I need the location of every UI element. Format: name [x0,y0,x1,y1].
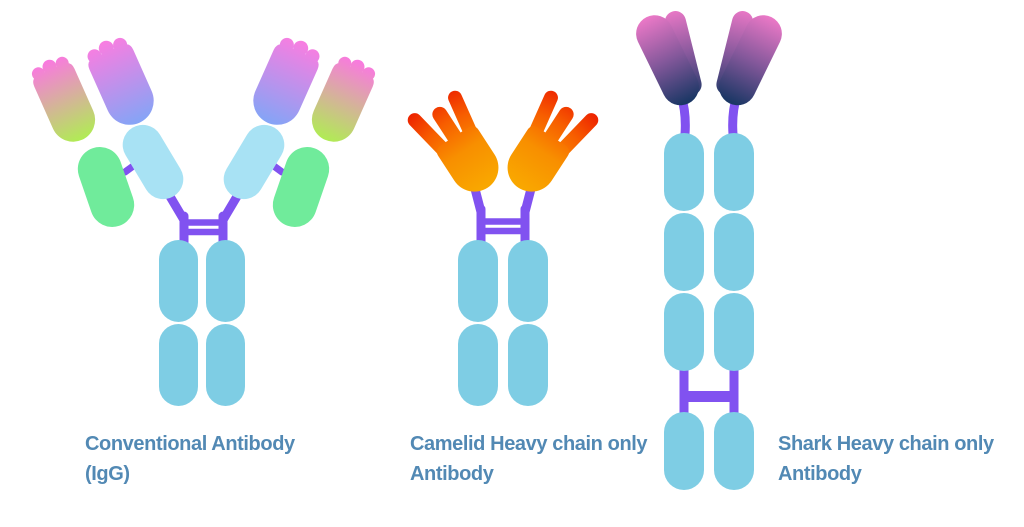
igg-ch1-domain [122,124,184,200]
shark-constant-domain [664,133,704,211]
igg-ch2-domain [206,240,245,322]
igg-ch1-domain [223,124,285,200]
shark-constant-domain [714,293,754,371]
camelid-antibody [403,83,603,406]
camelid-vhh-domain [493,83,603,206]
caption-line: Shark Heavy chain only [778,433,994,455]
igg-cl-domain [77,147,135,227]
camelid-ch2-domain [458,240,498,322]
camelid-fc-region [458,240,548,406]
shark-constant-domain [714,213,754,291]
shark-constant-domain [664,412,704,490]
shark-caption: Shark Heavy chain only Antibody [778,429,994,489]
camelid-caption: Camelid Heavy chain only Antibody [410,429,648,489]
igg-fab-arm-right [223,31,381,227]
igg-ch3-domain [206,324,245,406]
shark-vnar-domain [629,1,722,112]
shark-constant-domain [714,412,754,490]
igg-caption: Conventional Antibody (IgG) [85,429,295,489]
shark-constant-domain [664,293,704,371]
camelid-ch2-domain [508,240,548,322]
igg-ch2-domain [159,240,198,322]
igg-antibody [26,31,381,406]
camelid-vhh-domain [403,83,513,206]
camelid-hinge-bonds [469,180,537,248]
shark-constant-domain [664,213,704,291]
igg-hinge-disulfide-rungs [179,219,228,236]
caption-line: Conventional Antibody [85,433,295,455]
shark-constant-column-right [714,133,754,490]
igg-fc-region [159,240,245,406]
shark-vnar-domain [696,1,789,112]
igg-ch3-domain [159,324,198,406]
shark-antibody [629,1,789,490]
shark-constant-domain [714,133,754,211]
camelid-ch3-domain [508,324,548,406]
caption-line: Camelid Heavy chain only [410,433,648,455]
camelid-ch3-domain [458,324,498,406]
igg-fab-arm-left [26,31,184,227]
igg-cl-domain [272,147,330,227]
camelid-hinge-disulfide-rungs [477,218,529,235]
caption-line: (IgG) [85,463,130,485]
caption-line: Antibody [410,463,494,485]
caption-line: Antibody [778,463,862,485]
shark-constant-column-left [664,133,704,490]
igg-hinge-bonds [163,188,244,248]
